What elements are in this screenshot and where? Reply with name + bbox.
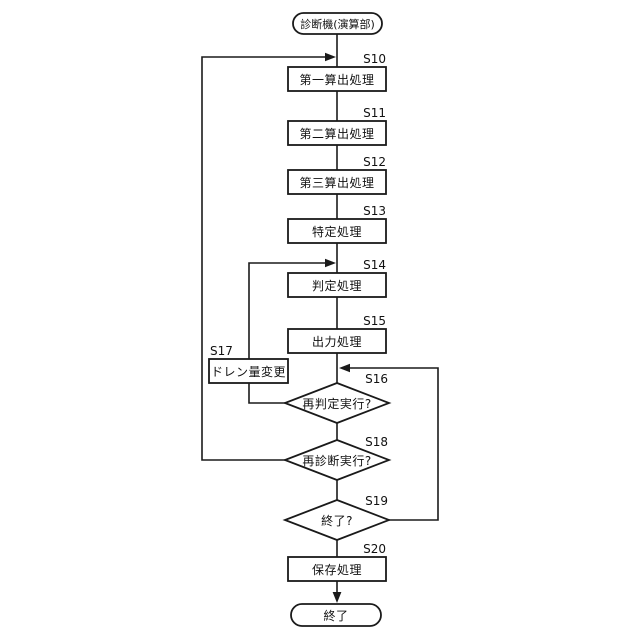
node-s17-label: ドレン量変更	[210, 364, 286, 379]
node-s10-label: 第一算出処理	[299, 72, 375, 87]
node-s13-label: 特定処理	[311, 224, 362, 239]
start-terminator-shape	[292, 12, 383, 35]
s15-process-box	[287, 328, 387, 354]
s20-process-box	[287, 556, 387, 582]
arrowhead-into-s10-line	[325, 52, 336, 62]
s12-process-box	[287, 169, 387, 195]
connector-loop-s19-to-s16	[350, 367, 439, 521]
s11-process-box	[287, 120, 387, 146]
node-end-label: 終了	[323, 608, 349, 623]
node-s12-label: 第三算出処理	[299, 175, 375, 190]
node-s20-label: 保存処理	[311, 562, 362, 577]
arrowhead-into-end	[332, 592, 342, 603]
step-label-s10: S10	[363, 52, 386, 66]
step-label-s16: S16	[365, 372, 388, 386]
s17-process-box	[208, 358, 289, 384]
end-terminator-shape	[290, 603, 382, 627]
step-label-s20: S20	[363, 542, 386, 556]
s18-decision-diamond	[282, 439, 392, 481]
step-label-s12: S12	[363, 155, 386, 169]
connector-loop-s18-to-start	[201, 56, 325, 461]
node-s14-label: 判定処理	[311, 278, 362, 293]
node-s19-label: 終了?	[321, 513, 353, 528]
s13-process-box	[287, 218, 387, 244]
step-label-s11: S11	[363, 106, 386, 120]
node-s15-label: 出力処理	[311, 334, 362, 349]
step-label-s17: S17	[210, 344, 233, 358]
s16-decision-diamond	[282, 382, 392, 424]
s10-process-box	[287, 66, 387, 92]
node-s16-label: 再判定実行?	[302, 396, 372, 411]
node-start-label: 診断機(演算部)	[300, 17, 375, 31]
arrowhead-into-s16-line	[339, 363, 350, 373]
connector-s16-to-s17	[248, 383, 285, 404]
connector-s17-to-s14	[248, 262, 325, 359]
step-label-s14: S14	[363, 258, 386, 272]
node-s18-label: 再診断実行?	[302, 453, 372, 468]
step-label-s19: S19	[365, 494, 388, 508]
node-s11-label: 第二算出処理	[299, 126, 375, 141]
s14-process-box	[287, 272, 387, 298]
step-label-s15: S15	[363, 314, 386, 328]
arrowhead-into-s14-line	[325, 258, 336, 268]
step-label-s13: S13	[363, 204, 386, 218]
step-label-s18: S18	[365, 435, 388, 449]
s19-decision-diamond	[282, 499, 392, 541]
